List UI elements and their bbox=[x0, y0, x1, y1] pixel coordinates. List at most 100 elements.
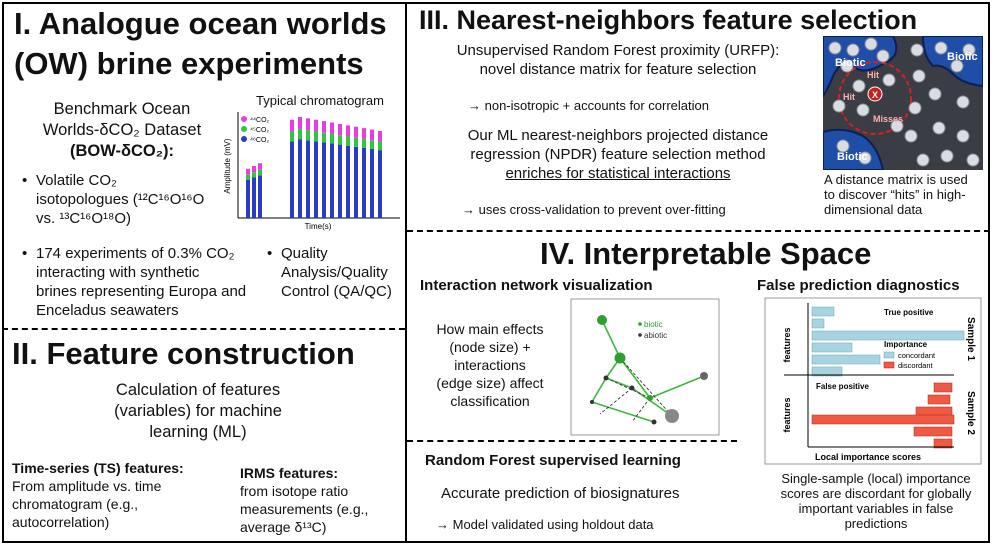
chromatogram-peak-segment bbox=[338, 144, 342, 218]
bullet-isotopologues: Volatile CO₂ isotopologues (¹²C¹⁶O¹⁶O vs… bbox=[22, 171, 236, 228]
fp-caption: Single-sample (local) importance scores … bbox=[766, 471, 986, 531]
legend-46: ⁴⁶CO₂ bbox=[250, 137, 269, 144]
ts-features: Time-series (TS) features: From amplitud… bbox=[12, 459, 232, 531]
fp-caption-line1: Single-sample (local) importance bbox=[781, 471, 971, 486]
irms-line1: from isotope ratio bbox=[240, 483, 349, 499]
chromatogram-peak-segment bbox=[330, 143, 334, 218]
query-point-x: X bbox=[872, 90, 878, 100]
dm-biotic-label3: Biotic bbox=[837, 151, 868, 163]
chromatogram-peak-segment bbox=[322, 121, 326, 133]
distance-matrix-caption: A distance matrix is used to discover “h… bbox=[824, 172, 989, 217]
importance-bar bbox=[811, 414, 955, 425]
importance-bar bbox=[933, 382, 953, 393]
chromatogram-peak-segment bbox=[338, 123, 342, 136]
chromatogram-peak-segment bbox=[298, 139, 302, 218]
chromatogram-peak-segment bbox=[290, 131, 294, 142]
legend-45: ⁴⁵CO₂ bbox=[250, 127, 269, 134]
importance-bar bbox=[811, 318, 825, 329]
chromatogram-peak-segment bbox=[330, 122, 334, 134]
irms-features: IRMS features: from isotope ratio measur… bbox=[240, 464, 400, 536]
bullet3-line2: Analysis/Quality bbox=[281, 264, 388, 281]
bullet2-line4: Enceladus seawaters bbox=[36, 302, 179, 319]
false-prediction-chart: features features Sample 1 Sample 2 True… bbox=[764, 297, 982, 465]
fp-caption-line3: important variables in false bbox=[798, 501, 954, 516]
urfp-block: Unsupervised Random Forest proximity (UR… bbox=[418, 41, 818, 79]
urfp-line2: novel distance matrix for feature select… bbox=[479, 61, 757, 78]
chromatogram-peak-segment bbox=[370, 140, 374, 150]
irms-line2: measurements (e.g., bbox=[240, 501, 369, 517]
urfp-note: → non-isotropic + accounts for correlati… bbox=[468, 98, 709, 113]
dm-misses-label: Misses bbox=[873, 114, 903, 124]
distance-matrix-diagram: X Biotic Biotic Biotic Hit Hit Misses bbox=[823, 36, 983, 170]
chromatogram-peak-segment bbox=[330, 133, 334, 144]
chromatogram-peak-segment bbox=[314, 141, 318, 218]
discordant-label: discordant bbox=[898, 361, 934, 370]
ts-title: Time-series (TS) features: bbox=[12, 460, 184, 476]
right-dashed-divider bbox=[407, 230, 990, 232]
vertical-divider bbox=[405, 2, 407, 543]
net-line3: interactions bbox=[454, 357, 526, 373]
chromatogram-peak-segment bbox=[252, 177, 256, 218]
false-positive-label: False positive bbox=[816, 382, 869, 391]
bullet3-line1: Quality bbox=[267, 244, 403, 263]
chromatogram-peak-segment bbox=[314, 131, 318, 142]
npdr-line2-text: regression (NPDR) feature selection meth… bbox=[470, 146, 766, 163]
true-positive-label: True positive bbox=[884, 308, 934, 317]
net-line4: (edge size) affect bbox=[436, 375, 544, 391]
importance-bar bbox=[811, 342, 853, 353]
chromatogram-peak-segment bbox=[378, 150, 382, 218]
importance-bar bbox=[811, 366, 843, 377]
fp-caption-line2: scores are discordant for globally bbox=[780, 486, 972, 501]
chromatogram-peak-segment bbox=[354, 137, 358, 147]
right-lower-dashed-divider bbox=[407, 440, 737, 442]
chromatogram-peak-segment bbox=[362, 138, 366, 148]
calc-line1: Calculation of features bbox=[115, 381, 281, 399]
dataset-line1: Benchmark Ocean bbox=[53, 100, 191, 118]
chromatogram-peak-segment bbox=[346, 125, 350, 137]
network-title: Interaction network visualization bbox=[420, 277, 653, 294]
bullet2-line1: 174 experiments of 0.3% CO₂ bbox=[22, 244, 256, 263]
dataset-line2: Worlds-δCO₂ Dataset bbox=[42, 121, 202, 139]
chromatogram-peak-segment bbox=[354, 146, 358, 218]
net-line2: (node size) + bbox=[449, 339, 531, 355]
rf-title: Random Forest supervised learning bbox=[425, 452, 681, 469]
chromatogram-peak-segment bbox=[298, 116, 302, 130]
dm-biotic-label2: Biotic bbox=[947, 51, 978, 63]
chromatogram-peak-segment bbox=[322, 132, 326, 143]
concordant-label: concordant bbox=[898, 351, 936, 360]
fp-title: False prediction diagnostics bbox=[757, 277, 960, 294]
chromatogram-peak-segment bbox=[354, 126, 358, 138]
npdr-note: → uses cross-validation to prevent over-… bbox=[462, 202, 726, 217]
importance-bar bbox=[915, 406, 953, 417]
chromatogram-peak-segment bbox=[258, 163, 262, 170]
chromatogram-peak-segment bbox=[322, 142, 326, 218]
npdr-line3: enriches for statistical interactions bbox=[505, 165, 731, 182]
network-legend-biotic: biotic bbox=[644, 320, 663, 329]
features-label1: features bbox=[782, 327, 792, 362]
chromatogram-peak-segment bbox=[362, 147, 366, 218]
net-line1: How main effects bbox=[420, 320, 560, 338]
calc-line2: (variables) for machine bbox=[114, 402, 282, 420]
bullet2-line2: interacting with synthetic bbox=[36, 264, 200, 281]
calc-block: Calculation of features (variables) for … bbox=[78, 380, 318, 443]
section1-title-line1: I. Analogue ocean worlds bbox=[14, 6, 387, 41]
chromatogram-peak-segment bbox=[338, 135, 342, 145]
chromatogram-peak-segment bbox=[246, 174, 250, 180]
importance-bar bbox=[913, 426, 953, 437]
importance-bar bbox=[933, 438, 953, 449]
sample2-label: Sample 2 bbox=[965, 391, 976, 435]
dataset-line3: (BOW-δCO₂): bbox=[69, 142, 175, 160]
bullet-experiments: 174 experiments of 0.3% CO₂ interacting … bbox=[22, 244, 256, 320]
chromatogram-peak-segment bbox=[306, 130, 310, 141]
legend-44: ⁴⁴CO₂ bbox=[250, 117, 270, 124]
network-description: How main effects (node size) + interacti… bbox=[420, 320, 560, 410]
chromatogram-peak-segment bbox=[290, 141, 294, 218]
importance-bar bbox=[811, 306, 835, 317]
chromatogram-peak-segment bbox=[298, 129, 302, 140]
dm-hit-label2: Hit bbox=[843, 92, 855, 102]
ts-line1: From amplitude vs. time bbox=[12, 478, 162, 494]
chromatogram-peak-segment bbox=[306, 118, 310, 131]
chromatogram-peak-segment bbox=[370, 149, 374, 218]
chromatogram-peak-segment bbox=[252, 172, 256, 178]
local-importance-xlabel: Local importance scores bbox=[815, 452, 921, 462]
